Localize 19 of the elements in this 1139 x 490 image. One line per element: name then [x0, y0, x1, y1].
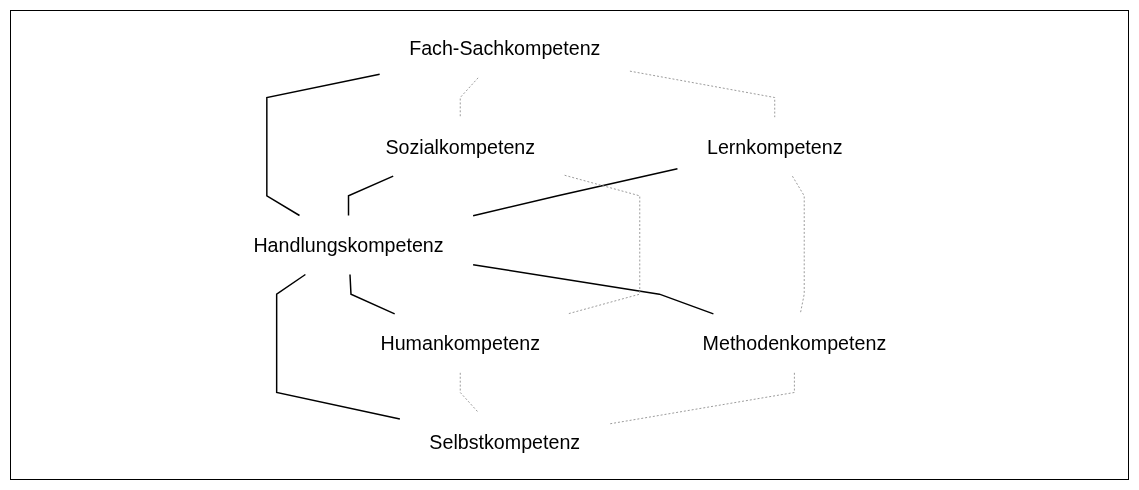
connector — [629, 70, 775, 118]
node-text: Fach-Sachkompetenz — [408, 37, 601, 60]
node-text: Handlungskompetenz — [253, 234, 444, 256]
connector — [608, 372, 795, 425]
connector — [472, 263, 714, 315]
node-text: Lernkompetenz — [706, 135, 843, 158]
connector — [563, 174, 640, 315]
node-text: Sozialkompetenz — [385, 135, 535, 158]
connector — [472, 168, 678, 217]
node-text: Methodenkompetenz — [702, 332, 886, 355]
connector — [348, 273, 396, 315]
connector — [791, 175, 805, 315]
node-text: Humankompetenz — [380, 332, 540, 355]
connector — [275, 273, 401, 420]
connector — [459, 77, 479, 118]
connector — [265, 73, 381, 217]
connector — [459, 372, 479, 413]
node-text: Selbstkompetenz — [429, 430, 580, 453]
connector — [347, 175, 394, 217]
